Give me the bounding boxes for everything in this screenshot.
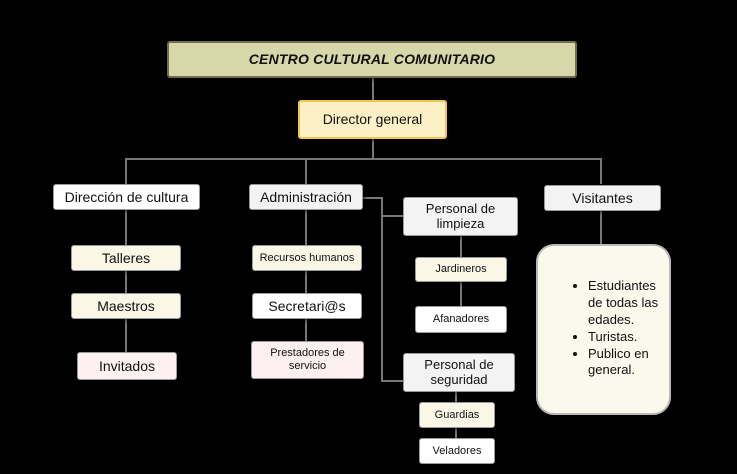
veladores-node: Veladores (419, 438, 495, 464)
connector-guardias-veladores (455, 428, 457, 438)
connector-admin-security (381, 380, 403, 382)
connector-admin-rh (305, 210, 307, 245)
connector-top-branch (125, 158, 602, 160)
connector-director-trunk (372, 139, 374, 159)
visitors-list-item: Estudiantes de todas las edades. (588, 278, 669, 329)
security-node: Personal de seguridad (403, 353, 515, 392)
maestros-node: Maestros (71, 293, 181, 319)
connector-branch-admin (305, 158, 307, 184)
secretarias-node: Secretari@s (252, 293, 362, 319)
afanadores-node: Afanadores (415, 306, 507, 333)
connector-visitors-list (600, 211, 602, 244)
connector-secretarias-prestadores (305, 319, 307, 341)
visitors-list: Estudiantes de todas las edades. Turista… (538, 278, 669, 379)
director-node: Director general (298, 100, 447, 139)
connector-admin-vertical (381, 197, 383, 381)
guardias-node: Guardias (419, 402, 495, 428)
cleaning-node: Personal de limpieza (403, 197, 518, 236)
visitors-list-node: Estudiantes de todas las edades. Turista… (536, 244, 671, 415)
visitors-list-item: Turistas. (588, 329, 669, 346)
connector-admin-cleaning (381, 215, 403, 217)
culture-node: Dirección de cultura (53, 184, 200, 210)
jardineros-node: Jardineros (415, 257, 507, 282)
connector-security-guardias (455, 392, 457, 402)
invitados-node: Invitados (77, 352, 177, 380)
administration-node: Administración (249, 184, 363, 210)
connector-talleres-maestros (125, 271, 127, 293)
rh-node: Recursos humanos (252, 245, 362, 271)
connector-branch-visitors (600, 158, 602, 184)
connector-jardineros-afanadores (460, 282, 462, 306)
talleres-node: Talleres (71, 245, 181, 271)
visitors-node: Visitantes (544, 185, 661, 211)
connector-cleaning-jardineros (460, 236, 462, 257)
connector-maestros-invitados (125, 319, 127, 352)
connector-culture-talleres (125, 210, 127, 245)
connector-title-director (372, 78, 374, 100)
prestadores-node: Prestadores de servicio (251, 341, 364, 379)
connector-admin-right (363, 197, 383, 199)
connector-rh-secretarias (305, 271, 307, 293)
title-node: CENTRO CULTURAL COMUNITARIO (167, 41, 577, 78)
visitors-list-item: Publico en general. (588, 346, 669, 380)
connector-branch-culture (125, 158, 127, 184)
